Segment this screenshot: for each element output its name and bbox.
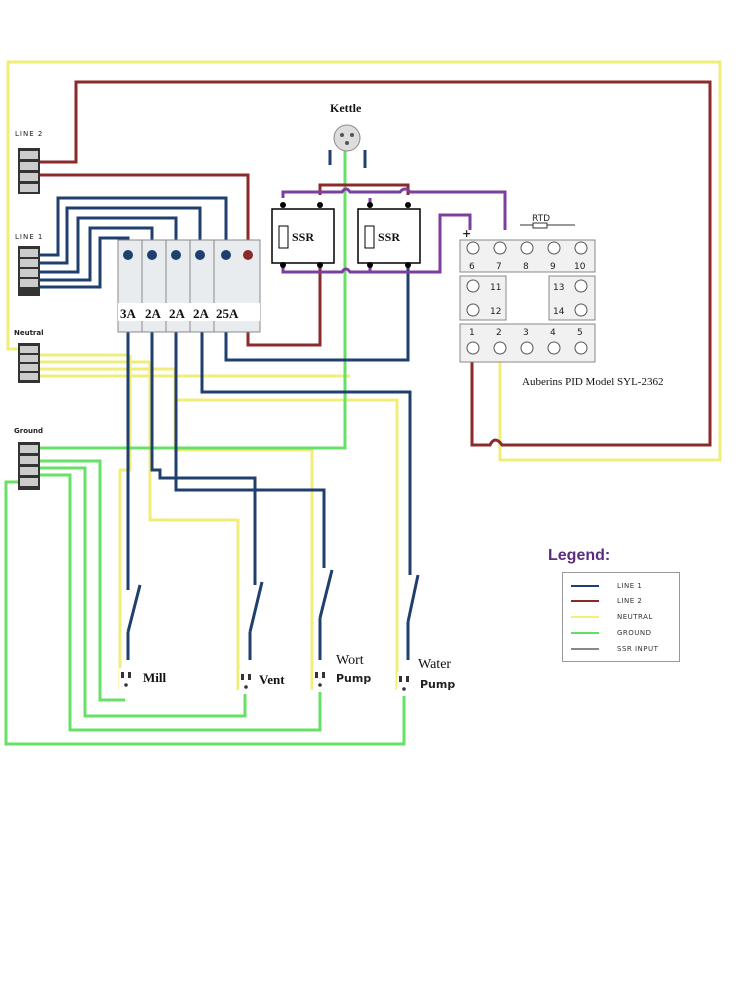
legend-swatch bbox=[571, 600, 599, 602]
legend-item-label: GROUND bbox=[617, 629, 652, 637]
terminal-row-top: 6 7 8 9 10 bbox=[459, 239, 596, 273]
rtd-label: RTD bbox=[532, 214, 550, 224]
ssr-right: SSR bbox=[357, 202, 421, 268]
terminal-9: 9 bbox=[550, 262, 556, 272]
load-switches bbox=[126, 560, 420, 660]
terminal-4: 4 bbox=[550, 328, 556, 338]
terminal-14: 14 bbox=[553, 307, 565, 317]
legend-swatch bbox=[571, 648, 599, 650]
terminal-5: 5 bbox=[577, 328, 583, 338]
ground-label: Ground bbox=[14, 427, 43, 435]
legend-item-line2: LINE 2 bbox=[569, 594, 675, 608]
legend-item-ground: GROUND bbox=[569, 626, 675, 640]
kettle-label: Kettle bbox=[330, 101, 362, 115]
legend: LINE 1 LINE 2 NEUTRAL GROUND SSR INPUT bbox=[562, 572, 680, 662]
ground-wires bbox=[4, 150, 406, 746]
neutral-wires bbox=[6, 60, 722, 690]
controller-label: Auberins PID Model SYL-2362 bbox=[522, 376, 663, 388]
line1-label: LINE 1 bbox=[15, 233, 43, 241]
terminal-10: 10 bbox=[574, 262, 586, 272]
legend-swatch bbox=[571, 632, 599, 634]
terminal-6: 6 bbox=[469, 262, 475, 272]
terminal-row-bottom: 1 2 3 4 5 bbox=[459, 323, 596, 363]
legend-item-label: LINE 2 bbox=[617, 597, 643, 605]
legend-item-label: LINE 1 bbox=[617, 582, 643, 590]
wort-pump-label: Pump bbox=[336, 672, 371, 685]
terminal-11: 11 bbox=[490, 283, 501, 293]
water-label: Water bbox=[418, 657, 451, 672]
outlet-vent bbox=[239, 670, 253, 694]
terminal-strip-ground bbox=[18, 442, 40, 490]
legend-swatch bbox=[571, 616, 599, 618]
outlet-wort-pump bbox=[313, 668, 327, 692]
breaker-label-1: 3A bbox=[120, 306, 137, 321]
breaker-label-4: 2A bbox=[193, 306, 210, 321]
ssr-left-label: SSR bbox=[292, 230, 314, 244]
terminal-strip-line2 bbox=[18, 148, 40, 194]
pid-controller: + RTD 6 7 8 9 10 11 12 13 bbox=[459, 214, 596, 363]
breaker-label-5: 25A bbox=[216, 306, 239, 321]
breaker-panel: 3A 2A 2A 2A 25A bbox=[117, 239, 261, 333]
neutral-label: Neutral bbox=[14, 329, 44, 337]
plus-label: + bbox=[462, 227, 471, 240]
wort-label: Wort bbox=[336, 653, 364, 668]
legend-item-label: SSR INPUT bbox=[617, 645, 659, 653]
terminal-8: 8 bbox=[523, 262, 529, 272]
legend-item-line1: LINE 1 bbox=[569, 579, 675, 593]
legend-item-neutral: NEUTRAL bbox=[569, 610, 675, 624]
legend-title: Legend: bbox=[548, 547, 611, 564]
outlet-mill bbox=[119, 668, 133, 692]
water-pump-label: Pump bbox=[420, 678, 455, 691]
mill-label: Mill bbox=[143, 670, 166, 685]
terminal-13: 13 bbox=[553, 283, 564, 293]
legend-item-ssr-input: SSR INPUT bbox=[569, 642, 675, 656]
vent-label: Vent bbox=[259, 672, 285, 687]
terminal-1: 1 bbox=[469, 328, 475, 338]
line2-label: LINE 2 bbox=[15, 130, 43, 138]
breaker-label-2: 2A bbox=[145, 306, 162, 321]
ssr-right-label: SSR bbox=[378, 230, 400, 244]
terminal-2: 2 bbox=[496, 328, 502, 338]
terminal-3: 3 bbox=[523, 328, 529, 338]
outlet-water-pump bbox=[397, 672, 411, 696]
terminal-12: 12 bbox=[490, 307, 501, 317]
breaker-label-3: 2A bbox=[169, 306, 186, 321]
terminal-strip-neutral bbox=[18, 343, 40, 383]
legend-item-label: NEUTRAL bbox=[617, 613, 653, 621]
legend-swatch bbox=[571, 585, 599, 587]
ssr-left: SSR bbox=[271, 202, 335, 268]
terminal-rows-middle: 11 12 13 14 bbox=[459, 275, 596, 321]
kettle-outlet bbox=[333, 124, 361, 152]
terminal-7: 7 bbox=[496, 262, 502, 272]
terminal-strip-line1 bbox=[18, 246, 40, 296]
